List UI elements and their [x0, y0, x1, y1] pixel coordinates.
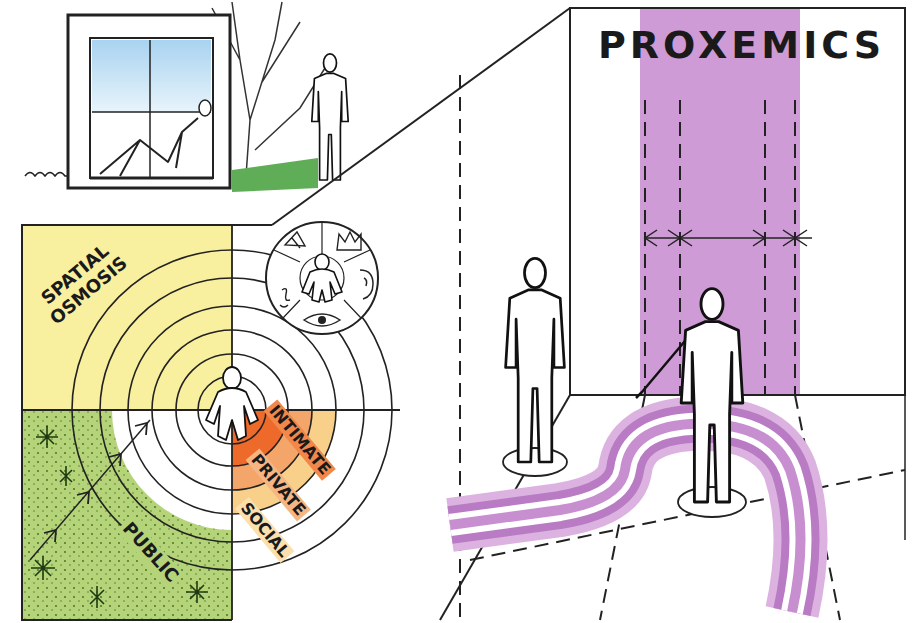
zone-label: SPATIAL OSMOSIS: [27, 232, 138, 334]
zone-rings: [22, 225, 400, 620]
senses-inset: [266, 222, 378, 334]
zone-quadrant: SPATIAL OSMOSIS: [22, 225, 232, 410]
wall-title: PROXEMICS: [598, 24, 885, 68]
zone-label: PUBLIC: [116, 516, 184, 588]
window-scene: [25, 2, 348, 192]
room-perspective: [272, 8, 905, 620]
